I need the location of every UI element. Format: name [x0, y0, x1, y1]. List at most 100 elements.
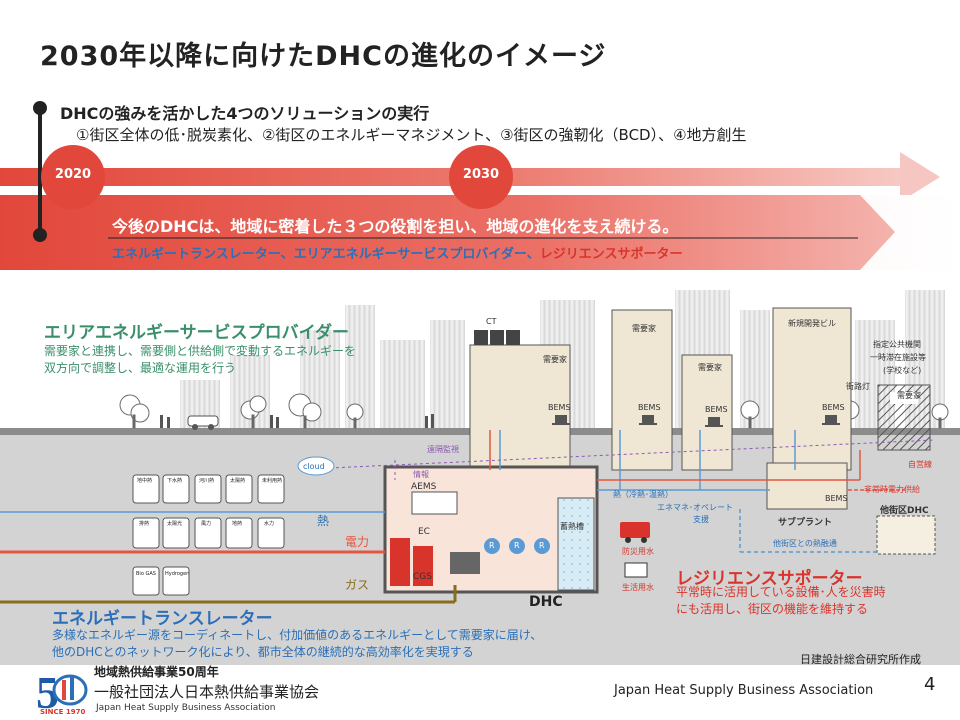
dhc-diagram: [0, 290, 960, 665]
roles-part1: エネルギートランスレーター、エリアエネルギーサービスプロバイダー、: [112, 247, 540, 262]
timeline-graphic: [0, 101, 960, 270]
label-other-link: 他街区との熱融通: [773, 539, 837, 548]
refrigerator-icons: [484, 538, 550, 554]
label-bems-1: BEMS: [548, 403, 571, 412]
trees: [119, 393, 949, 429]
org-jp: 一般社団法人日本熱供給事業協会: [94, 683, 320, 701]
label-life-water: 生活用水: [622, 583, 654, 592]
label-power: 電力: [345, 535, 370, 549]
label-heat: 熱: [317, 514, 330, 528]
label-dhc: DHC: [529, 594, 563, 610]
label-public-3: (学校など): [883, 366, 922, 375]
timeline-start-dot: [33, 101, 47, 115]
label-fire-water: 防災用水: [622, 547, 654, 556]
label-energy-ops-1: エネマネ･オペレート: [657, 503, 733, 512]
anniversary-logo: 5: [36, 667, 88, 718]
water-tap-icon: [624, 562, 648, 578]
label-ct: CT: [486, 317, 497, 326]
src-label-5: 未利用熱: [262, 478, 283, 484]
car-icon: [187, 415, 219, 430]
label-aems: AEMS: [411, 482, 437, 492]
label-other-dhc: 他街区DHC: [880, 506, 929, 516]
building-demand-2: [611, 309, 673, 471]
src-label-11: Bio GAS: [136, 571, 156, 577]
label-r1: R: [489, 541, 495, 550]
label-demand-1: 需要家: [543, 355, 567, 364]
cloud-icon: [297, 456, 335, 476]
label-emergency-power: 非常時電力供給: [864, 485, 920, 494]
label-r3: R: [539, 541, 545, 550]
anniversary-label: 地域熱供給事業50周年: [94, 665, 219, 679]
credit: 日建設計総合研究所作成: [800, 653, 921, 666]
src-label-12: Hydrogen: [165, 571, 190, 577]
org-en-right: Japan Heat Supply Business Association: [614, 683, 874, 698]
people-icons: [160, 414, 434, 428]
label-bems-4: BEMS: [822, 403, 845, 412]
src-label-10: 水力: [264, 521, 275, 527]
label-storage: 蓄熱槽: [560, 522, 584, 531]
translator-title: エネルギートランスレーター: [52, 609, 273, 629]
src-label-2: 下水熱: [167, 478, 183, 484]
label-heat-line: 熱（冷熱･温熱）: [613, 490, 673, 499]
area-provider-desc: 需要家と連携し、需要側と供給側で変動するエネルギーを 双方向で調整し、最適な運用…: [44, 343, 356, 377]
label-gas: ガス: [345, 578, 370, 592]
label-info: 情報: [413, 470, 429, 479]
svg-text:5: 5: [36, 667, 59, 718]
label-demand-3: 需要家: [698, 363, 722, 372]
building-ct: [469, 344, 571, 471]
src-label-4: 太陽熱: [230, 478, 246, 484]
resilience-desc-2: にも活用し、街区の機能を維持する: [676, 602, 869, 616]
label-remote: 遠隔監視: [427, 445, 459, 454]
dhc-message: 今後のDHCは、地域に密着した３つの役割を担い、地域の進化を支え続ける。: [112, 217, 679, 236]
resilience-title: レジリエンスサポーター: [676, 569, 863, 589]
src-label-1: 地中熱: [137, 478, 153, 484]
label-ec: EC: [418, 527, 430, 537]
label-public-1: 指定公共機関: [873, 340, 921, 349]
label-bems-3: BEMS: [705, 405, 728, 414]
label-energy-ops-2: 支援: [693, 515, 709, 524]
other-dhc-box: [876, 515, 936, 555]
src-label-9: 地熱: [232, 521, 243, 527]
translator-desc: 多様なエネルギー源をコーディネートし、付加価値のあるエネルギーとして需要家に届け…: [52, 627, 542, 661]
since-label: SINCE 1970: [40, 708, 86, 716]
roles-line: エネルギートランスレーター、エリアエネルギーサービスプロバイダー、レジリエンスサ…: [112, 243, 682, 262]
src-label-8: 風力: [201, 521, 212, 527]
solutions-heading: DHCの強みを活かした4つのソリューションの実行: [60, 104, 430, 123]
label-r2: R: [514, 541, 520, 550]
roles-part2: レジリエンスサポーター: [539, 247, 683, 262]
fire-truck-icon: [620, 522, 650, 543]
year-2020-label: 2020: [54, 167, 92, 182]
label-bems-2: BEMS: [638, 403, 661, 412]
storage-tank: [557, 497, 595, 591]
label-cloud: cloud: [303, 462, 325, 471]
year-2030-label: 2030: [462, 167, 500, 182]
src-label-3: 河川熱: [199, 478, 215, 484]
resilience-desc-1: 平常時に活用している設備･人を災害時: [676, 585, 886, 599]
resilience-desc: 平常時に活用している設備･人を災害時 にも活用し、街区の機能を維持する: [676, 584, 886, 618]
label-street-light: 街路灯: [846, 382, 870, 391]
area-provider-desc-1: 需要家と連携し、需要側と供給側で変動するエネルギーを: [44, 344, 357, 358]
timeline-end-dot: [33, 228, 47, 242]
translator-desc-2: 他のDHCとのネットワーク化により、都市全体の継続的な高効率化を実現する: [52, 645, 474, 659]
bems-icons: [552, 415, 840, 427]
org-en: Japan Heat Supply Business Association: [96, 703, 276, 713]
year-2030-circle: [449, 145, 513, 209]
building-new: [772, 307, 852, 471]
src-label-7: 太陽光: [167, 521, 183, 527]
subplant-box: [766, 462, 848, 510]
year-2020-circle: [41, 145, 105, 209]
label-own-line: 自営線: [908, 460, 932, 469]
solutions-list: ①街区全体の低･脱炭素化、②街区のエネルギーマネジメント、③街区の強靭化（BCD…: [76, 126, 747, 144]
energy-source-tiles: [132, 474, 285, 596]
label-public-2: 一時滞在施設等: [870, 353, 926, 362]
translator-desc-1: 多様なエネルギー源をコーディネートし、付加価値のあるエネルギーとして需要家に届け…: [52, 628, 543, 642]
label-demand-small: 需要家: [897, 391, 921, 400]
area-provider-title: エリアエネルギーサービスプロバイダー: [44, 323, 349, 343]
label-new-building: 新規開発ビル: [788, 319, 836, 328]
page-title: 2030年以降に向けたDHCの進化のイメージ: [40, 41, 607, 72]
label-demand-2: 需要家: [632, 324, 656, 333]
label-cgs: CGS: [413, 572, 432, 582]
label-bems-sub: BEMS: [825, 494, 848, 503]
src-label-6: 排熱: [139, 521, 150, 527]
area-provider-desc-2: 双方向で調整し、最適な運用を行う: [44, 361, 237, 375]
